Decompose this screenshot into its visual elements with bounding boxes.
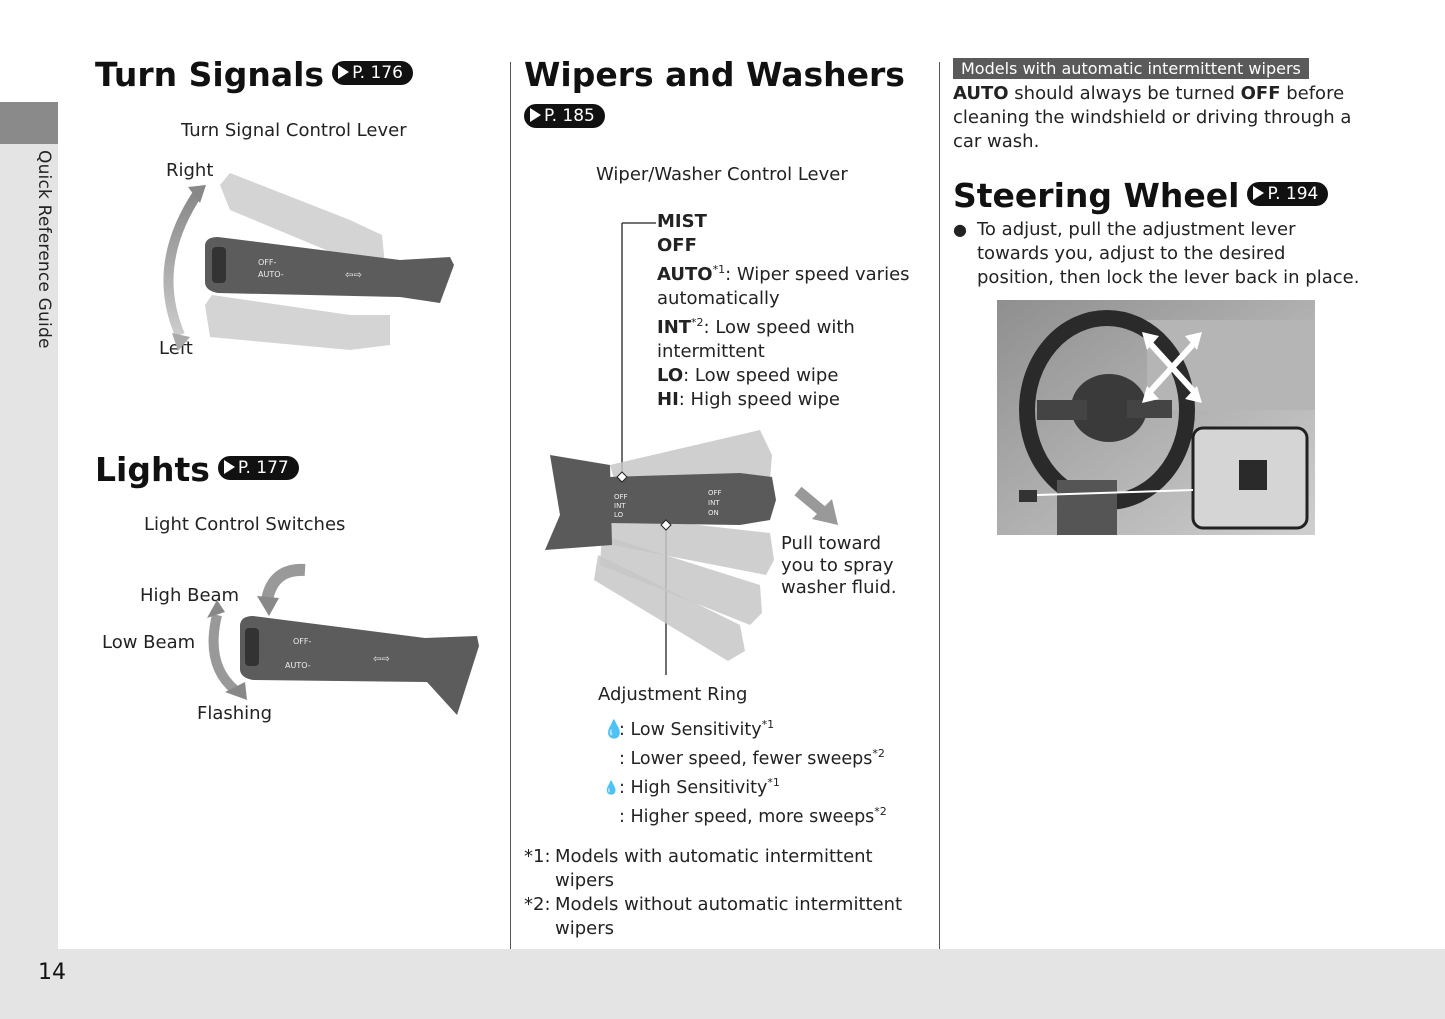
footer-bar — [0, 949, 1445, 1019]
wiper-caption: Wiper/Washer Control Lever — [596, 164, 848, 185]
turn-signals-title: Turn Signals — [95, 55, 325, 94]
high-sensitivity-row: 💧: High Sensitivity*1 — [603, 771, 887, 801]
wiper-positions-list: MIST OFF AUTO*1: Wiper speed varies auto… — [657, 210, 927, 412]
low-sensitivity-row: 💧: Low Sensitivity*1 — [603, 718, 775, 740]
single-drop-icon: 💧 — [603, 719, 625, 740]
footnote-2: *2: Models without automatic intermitten… — [524, 894, 903, 939]
pull-arrow-icon — [208, 613, 239, 694]
arrow-right-icon — [530, 108, 541, 122]
steering-wheel-illustration — [997, 300, 1315, 535]
svg-text:OFF: OFF — [614, 493, 628, 501]
pull-toward-note: Pull toward you to spray washer fluid. — [781, 533, 897, 598]
svg-text:⇦⇨: ⇦⇨ — [345, 270, 362, 281]
lights-page-ref[interactable]: P. 177 — [217, 455, 299, 480]
svg-text:AUTO-: AUTO- — [285, 661, 311, 670]
sidebar-tab-marker — [0, 102, 58, 144]
wipers-page-ref[interactable]: P. 185 — [524, 104, 605, 128]
svg-text:OFF-: OFF- — [258, 258, 277, 267]
turn-signals-heading: Turn Signals P. 176 — [95, 55, 413, 94]
flashing-label: Flashing — [197, 703, 273, 724]
steering-title: Steering Wheel — [953, 176, 1240, 215]
int-item-cont: intermittent — [657, 341, 765, 362]
sidebar — [0, 102, 58, 949]
wipers-heading: Wipers and Washers — [524, 55, 905, 94]
adjustment-ring-label: Adjustment Ring — [598, 684, 748, 705]
push-arrow-icon — [261, 563, 306, 602]
mist-item: MIST — [657, 211, 707, 232]
sidebar-label: Quick Reference Guide — [34, 150, 54, 349]
auto-warning-paragraph: AUTO should always be turned OFF before … — [953, 83, 1352, 152]
sensitivity-list: 💧: Low Sensitivity*1 : Lower speed, fewe… — [603, 713, 887, 829]
page-number: 14 — [38, 960, 66, 985]
steering-bullet: ● To adjust, pull the adjustment lever t… — [953, 219, 1360, 288]
high-beam-label: High Beam — [140, 585, 240, 606]
lower-speed-row: : Lower speed, fewer sweeps*2 — [619, 746, 885, 769]
svg-text:INT: INT — [614, 502, 626, 510]
wiper-lever-illustration: OFF INT LO OFF INT ON — [545, 222, 776, 675]
arrow-right-icon — [223, 459, 235, 474]
low-beam-label: Low Beam — [102, 632, 196, 653]
column-divider-2 — [939, 62, 940, 949]
steering-heading: Steering Wheel P. 194 — [953, 176, 1329, 215]
higher-speed-row: : Higher speed, more sweeps*2 — [619, 805, 887, 828]
svg-text:INT: INT — [708, 499, 720, 507]
model-banner: Models with automatic intermittent wiper… — [953, 58, 1309, 79]
lo-item: LO: Low speed wipe — [657, 365, 839, 386]
curve-arrow-icon — [163, 190, 203, 337]
column-divider-1 — [510, 62, 511, 949]
pull-toward-arrow-icon — [794, 486, 838, 525]
turn-signal-lever-illustration: OFF- AUTO- ⇦⇨ — [163, 173, 454, 351]
svg-text:AUTO-: AUTO- — [258, 270, 284, 279]
off-item: OFF — [657, 235, 697, 256]
svg-text:OFF-: OFF- — [293, 637, 312, 646]
steering-page-ref[interactable]: P. 194 — [1247, 181, 1329, 206]
lights-heading: Lights P. 177 — [95, 450, 299, 489]
lights-caption: Light Control Switches — [144, 514, 346, 535]
turn-signal-caption: Turn Signal Control Lever — [181, 120, 407, 141]
double-drop-icon: 💧 — [603, 781, 620, 797]
light-control-lever-illustration: OFF- AUTO- ⇦⇨ — [207, 563, 479, 715]
lights-title: Lights — [95, 450, 210, 489]
auto-item-cont: automatically — [657, 288, 780, 309]
arrow-right-icon — [1253, 185, 1265, 200]
int-item: INT*2: Low speed with — [657, 316, 855, 338]
svg-text:OFF: OFF — [708, 489, 722, 497]
arrow-right-icon — [338, 64, 350, 79]
four-way-arrow-icon — [1144, 337, 1200, 398]
turn-signals-page-ref[interactable]: P. 176 — [332, 60, 413, 85]
svg-text:ON: ON — [708, 509, 719, 517]
wipers-page-ref-wrap: P. 185 — [524, 104, 605, 128]
hi-item: HI: High speed wipe — [657, 389, 840, 410]
svg-text:⇦⇨: ⇦⇨ — [373, 654, 390, 665]
svg-text:LO: LO — [614, 511, 624, 519]
auto-item: AUTO*1: Wiper speed varies — [657, 263, 910, 285]
turn-right-label: Right — [166, 160, 214, 181]
bullet-icon: ● — [953, 220, 967, 239]
